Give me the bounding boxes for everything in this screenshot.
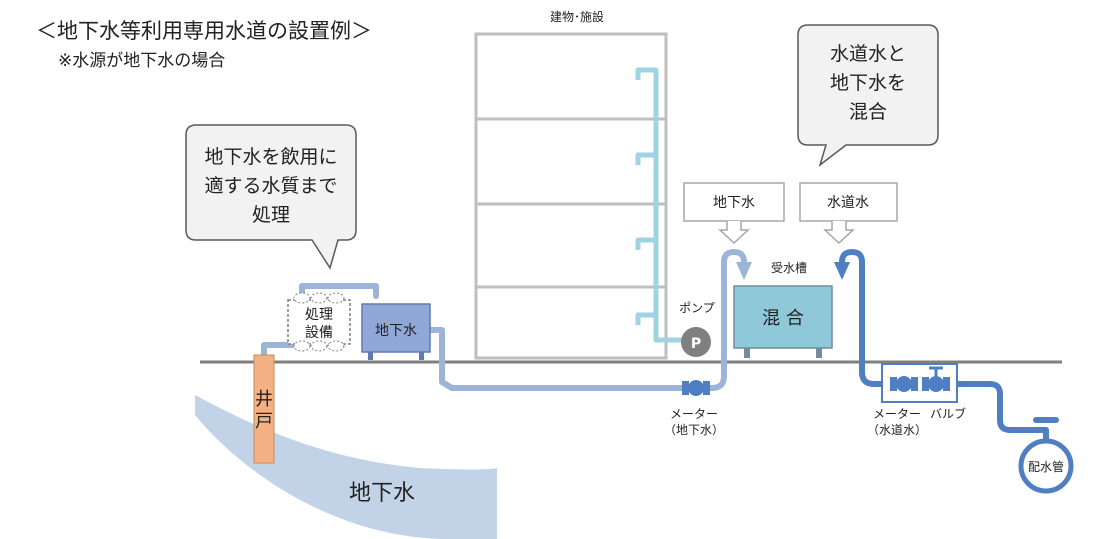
main-pipe-label: 配水管: [1028, 459, 1064, 474]
bubble-treatment: [185, 124, 357, 270]
meter-groundwater-label-1: メーター: [670, 407, 718, 421]
bubble-treatment-line-2: 適する水質まで: [204, 175, 337, 197]
receiving-tank-label: 受水槽: [771, 261, 807, 275]
treatment-unit-label-1: 処理: [305, 307, 333, 323]
page-title: ＜地下水等利用専用水道の設置例＞: [36, 19, 372, 43]
bubble-treatment-line-1: 地下水を飲用に: [204, 146, 337, 168]
main-pipe-icon: [1018, 438, 1074, 494]
receiving-tank-leg-left: [744, 348, 750, 358]
groundwater-pipe: [261, 249, 747, 391]
receiving-tank-text: 混 合: [762, 308, 804, 329]
bubble-mix: [797, 24, 939, 168]
building: [474, 32, 668, 360]
pump-symbol: P: [691, 336, 701, 352]
well: [253, 354, 275, 464]
bubble-mix-line-2: 地下水を: [830, 72, 906, 94]
meter-tapwater-label-2: （水道水）: [867, 423, 927, 437]
well-label-1: 井: [255, 389, 273, 410]
groundwater-tank: [361, 303, 431, 353]
meter-groundwater-label-2: （地下水）: [664, 423, 724, 437]
valve-label: バルブ: [930, 406, 966, 421]
groundwater-tank-leg-left: [368, 352, 373, 360]
bubble-treatment-line-3: 処理: [252, 204, 290, 226]
source-box-tapwater-text: 水道水: [827, 195, 869, 211]
aquifer-label: 地下水: [349, 481, 415, 506]
source-box-tapwater: [799, 182, 898, 222]
bubble-mix-line-3: 混合: [849, 101, 887, 123]
tapwater-flow-arrow: [834, 262, 850, 280]
valve-icon: [922, 366, 950, 392]
receiving-tank: [733, 285, 833, 349]
pump-label: ポンプ: [679, 301, 715, 315]
building-label: 建物･施設: [550, 9, 604, 24]
meter-tapwater-label-1: メーター: [873, 407, 921, 421]
building-riser-pipe: [635, 67, 687, 343]
meter-tapwater-icon: [890, 376, 918, 392]
page-subtitle: ※水源が地下水の場合: [58, 51, 225, 71]
source-arrow-groundwater: [718, 221, 750, 245]
tapwater-pipe: [839, 249, 1059, 446]
pump-icon: [681, 327, 711, 357]
source-arrow-tapwater: [823, 221, 855, 245]
treatment-unit: [287, 292, 351, 352]
groundwater-tank-label: 地下水: [375, 323, 417, 339]
receiving-tank-leg-right: [816, 348, 822, 358]
groundwater-tank-leg-right: [419, 352, 424, 360]
source-box-groundwater-text: 地下水: [713, 195, 755, 211]
aquifer-layer: [195, 395, 497, 539]
bubble-mix-line-1: 水道水と: [830, 43, 906, 65]
groundwater-flow-arrow: [736, 262, 752, 280]
well-label-2: 戸: [255, 411, 273, 432]
meter-groundwater-icon: [682, 380, 710, 396]
treatment-unit-label-2: 設備: [305, 325, 333, 341]
